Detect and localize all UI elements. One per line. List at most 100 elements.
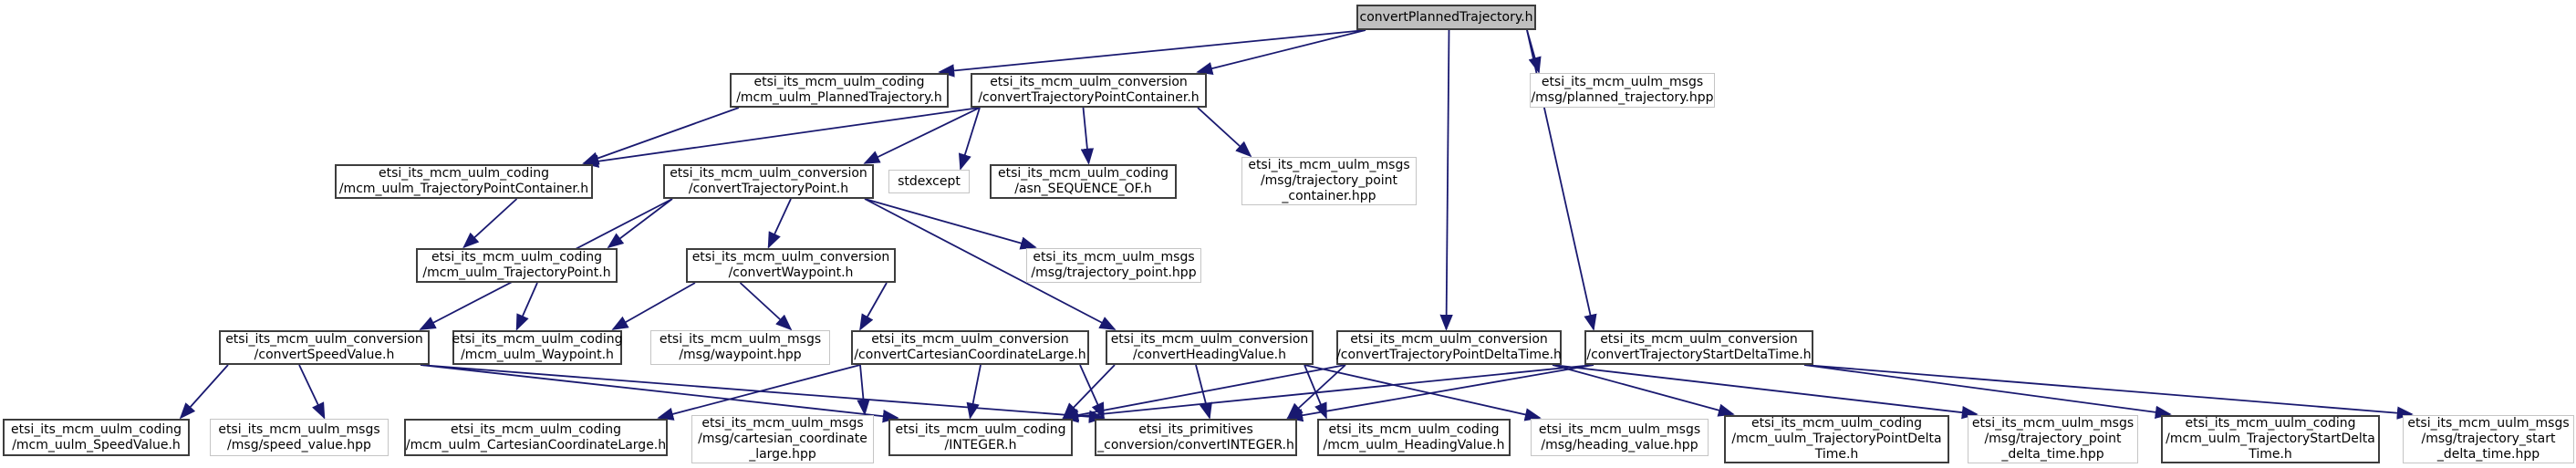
node-label-line: etsi_its_mcm_uulm_coding	[1750, 416, 1922, 431]
edge-convert-cartesian-coordinate-large-h--to--convert-integer-h	[1079, 364, 1105, 420]
node-label-line: etsi_its_mcm_uulm_coding	[753, 75, 925, 89]
edge-convert-trajectory-point-container-h--to--convert-trajectory-point-h	[863, 107, 981, 164]
node-mcm-uulm-cartesian-coordinate-large-h[interactable]: etsi_its_mcm_uulm_coding/mcm_uulm_Cartes…	[404, 419, 668, 456]
node-label-line: etsi_its_mcm_uulm_conversion	[990, 75, 1188, 89]
node-msg-waypoint-hpp: etsi_its_mcm_uulm_msgs/msg/waypoint.hpp	[650, 330, 830, 365]
edge-convert-cartesian-coordinate-large-h--to--mcm-uulm-cartesian-coordinate-large-h	[657, 364, 861, 421]
node-convert-speed-value-h[interactable]: etsi_its_mcm_uulm_conversion/convertSpee…	[219, 330, 430, 365]
node-msg-trajectory-point-container-hpp: etsi_its_mcm_uulm_msgs/msg/trajectory_po…	[1241, 157, 1417, 205]
node-label-line: etsi_its_mcm_uulm_coding	[895, 421, 1066, 437]
node-label-line: /convertTrajectoryPoint.h	[688, 182, 849, 196]
node-convert-waypoint-h[interactable]: etsi_its_mcm_uulm_conversion/convertWayp…	[686, 248, 896, 283]
node-label-line: /convertTrajectoryStartDeltaTime.h	[1586, 348, 1812, 362]
node-label-line: etsi_its_mcm_uulm_msgs	[701, 416, 864, 431]
edge-convert-trajectory-point-delta-time-h--to--integer-h	[1062, 364, 1346, 422]
node-convert-trajectory-point-h[interactable]: etsi_its_mcm_uulm_conversion/convertTraj…	[663, 164, 874, 199]
node-mcm-uulm-heading-value-h[interactable]: etsi_its_mcm_uulm_coding/mcm_uulm_Headin…	[1317, 419, 1511, 456]
node-label-line: etsi_its_mcm_uulm_msgs	[1541, 75, 1704, 89]
node-label-line: etsi_its_mcm_uulm_conversion	[1600, 332, 1798, 347]
node-label-line: /msg/planned_trajectory.hpp	[1531, 90, 1714, 105]
node-label-line: /convertHeadingValue.h	[1132, 348, 1287, 362]
edge-convert-cartesian-coordinate-large-h--to--integer-h	[966, 364, 982, 420]
node-mcm-uulm-trajectory-point-container-h[interactable]: etsi_its_mcm_uulm_coding/mcm_uulm_Trajec…	[335, 164, 593, 199]
node-label-line: /convertSpeedValue.h	[254, 348, 395, 362]
edge-convert-trajectory-start-delta-time-h--to--mcm-uulm-trajectory-start-delta-time-h	[1803, 364, 2172, 419]
edge-convert-heading-value-h--to--msg-heading-value-hpp	[1304, 364, 1542, 421]
node-label-line: /mcm_uulm_TrajectoryPointContainer.h	[338, 182, 589, 196]
node-label-line: etsi_its_mcm_uulm_coding	[450, 421, 621, 437]
node-label-line: /msg/speed_value.hpp	[227, 437, 371, 452]
node-label-line: etsi_its_mcm_uulm_coding	[431, 250, 602, 265]
edge-convert-planned-trajectory-h--to--convert-trajectory-start-delta-time-h	[1526, 29, 1597, 331]
node-label-line: /msg/trajectory_start	[2421, 432, 2556, 446]
node-label-line: etsi_its_mcm_uulm_msgs	[1538, 421, 1701, 437]
node-mcm-uulm-trajectory-point-h[interactable]: etsi_its_mcm_uulm_coding/mcm_uulm_Trajec…	[416, 248, 618, 283]
node-convert-trajectory-point-container-h[interactable]: etsi_its_mcm_uulm_conversion/convertTraj…	[971, 73, 1207, 108]
edge-convert-trajectory-point-container-h--to--mcm-uulm-trajectory-point-container-h	[582, 107, 981, 168]
edge-convert-trajectory-point-container-h--to--stdexcept	[958, 107, 981, 171]
node-label-line: /mcm_uulm_PlannedTrajectory.h	[736, 90, 942, 105]
node-label-line: stdexcept	[898, 173, 961, 189]
node-convert-trajectory-start-delta-time-h[interactable]: etsi_its_mcm_uulm_conversion/convertTraj…	[1584, 330, 1813, 365]
node-label-line: /msg/trajectory_point	[1984, 432, 2122, 446]
node-convert-integer-h[interactable]: etsi_its_primitives_conversion/convertIN…	[1095, 419, 1297, 456]
node-label-line: etsi_its_mcm_uulm_coding	[997, 166, 1169, 181]
node-label-line: /mcm_uulm_TrajectoryPointDelta	[1731, 432, 1942, 446]
node-label-line: convertPlannedTrajectory.h	[1359, 9, 1533, 25]
edge-mcm-uulm-trajectory-point-container-h--to--mcm-uulm-trajectory-point-h	[462, 198, 518, 249]
edge-convert-speed-value-h--to--mcm-uulm-speed-value-h	[179, 364, 229, 420]
node-label-line: etsi_its_mcm_uulm_conversion	[871, 332, 1069, 347]
node-label-line: /msg/waypoint.hpp	[679, 348, 802, 362]
node-label-line: /asn_SEQUENCE_OF.h	[1014, 182, 1152, 196]
node-integer-h[interactable]: etsi_its_mcm_uulm_coding/INTEGER.h	[888, 419, 1073, 456]
edge-convert-cartesian-coordinate-large-h--to--msg-cartesian-coordinate-large-hpp	[857, 364, 870, 416]
node-msg-cartesian-coordinate-large-hpp: etsi_its_mcm_uulm_msgs/msg/cartesian_coo…	[691, 415, 874, 463]
node-label-line: /mcm_uulm_CartesianCoordinateLarge.h	[405, 437, 667, 452]
edge-convert-planned-trajectory-h--to--mcm-uulm-planned-trajectory-h	[938, 29, 1366, 78]
edge-convert-waypoint-h--to--convert-cartesian-coordinate-large-h	[859, 282, 888, 331]
node-mcm-uulm-speed-value-h[interactable]: etsi_its_mcm_uulm_coding/mcm_uulm_SpeedV…	[3, 419, 190, 456]
node-msg-trajectory-point-hpp: etsi_its_mcm_uulm_msgs/msg/trajectory_po…	[1026, 248, 1201, 283]
node-label-line: /msg/trajectory_point.hpp	[1031, 265, 1197, 280]
node-convert-heading-value-h[interactable]: etsi_its_mcm_uulm_conversion/convertHead…	[1106, 330, 1314, 365]
node-mcm-uulm-planned-trajectory-h[interactable]: etsi_its_mcm_uulm_coding/mcm_uulm_Planne…	[730, 73, 949, 108]
node-mcm-uulm-waypoint-h[interactable]: etsi_its_mcm_uulm_coding/mcm_uulm_Waypoi…	[452, 330, 623, 365]
node-label-line: /mcm_uulm_TrajectoryStartDelta	[2166, 432, 2375, 446]
node-label-line: /mcm_uulm_SpeedValue.h	[12, 437, 181, 452]
node-label-line: /INTEGER.h	[944, 437, 1017, 452]
node-label-line: etsi_its_mcm_uulm_msgs	[1248, 158, 1410, 172]
node-label-line: etsi_its_mcm_uulm_msgs	[1971, 416, 2135, 431]
node-label-line: /msg/cartesian_coordinate	[698, 432, 867, 446]
edge-convert-trajectory-start-delta-time-h--to--msg-trajectory-start-delta-time-hpp	[1803, 364, 2414, 420]
edge-convert-heading-value-h--to--mcm-uulm-heading-value-h	[1304, 364, 1327, 420]
node-label-line: etsi_its_mcm_uulm_conversion	[225, 332, 423, 347]
node-label-line: etsi_its_mcm_uulm_msgs	[2407, 416, 2570, 431]
edge-convert-trajectory-point-h--to--msg-trajectory-point-hpp	[864, 198, 1037, 250]
node-label-line: /convertCartesianCoordinateLarge.h	[854, 348, 1086, 362]
node-msg-heading-value-hpp: etsi_its_mcm_uulm_msgs/msg/heading_value…	[1531, 419, 1709, 456]
node-convert-trajectory-point-delta-time-h[interactable]: etsi_its_mcm_uulm_conversion/convertTraj…	[1336, 330, 1562, 365]
edge-convert-trajectory-point-h--to--convert-waypoint-h	[767, 198, 792, 249]
edge-convert-trajectory-point-container-h--to--msg-trajectory-point-container-hpp	[1197, 107, 1252, 158]
node-label-line: etsi_its_mcm_uulm_conversion	[1350, 332, 1548, 347]
node-msg-trajectory-start-delta-time-hpp: etsi_its_mcm_uulm_msgs/msg/trajectory_st…	[2403, 415, 2574, 463]
node-label-line: _delta_time.hpp	[2436, 447, 2540, 462]
edge-convert-trajectory-point-h--to--convert-heading-value-h	[864, 198, 1117, 330]
node-label-line: /msg/heading_value.hpp	[1541, 437, 1698, 452]
node-label-line: etsi_its_mcm_uulm_msgs	[659, 332, 822, 347]
node-label-line: etsi_its_mcm_uulm_conversion	[1110, 332, 1309, 347]
edge-convert-waypoint-h--to--mcm-uulm-waypoint-h	[611, 282, 696, 330]
node-label-line: _delta_time.hpp	[2001, 447, 2104, 462]
node-label-line: /mcm_uulm_Waypoint.h	[461, 348, 614, 362]
node-label-line: /convertTrajectoryPointContainer.h	[978, 90, 1200, 105]
edge-convert-trajectory-point-delta-time-h--to--msg-trajectory-point-delta-time-hpp	[1552, 364, 1979, 420]
node-label-line: Time.h	[1814, 447, 1859, 462]
node-convert-cartesian-coordinate-large-h[interactable]: etsi_its_mcm_uulm_conversion/convertCart…	[851, 330, 1089, 365]
node-mcm-uulm-trajectory-start-delta-time-h[interactable]: etsi_its_mcm_uulm_coding/mcm_uulm_Trajec…	[2161, 415, 2380, 463]
node-mcm-uulm-trajectory-point-delta-time-h[interactable]: etsi_its_mcm_uulm_coding/mcm_uulm_Trajec…	[1724, 415, 1949, 463]
node-asn-sequence-of-h[interactable]: etsi_its_mcm_uulm_coding/asn_SEQUENCE_OF…	[990, 164, 1177, 199]
node-label-line: /mcm_uulm_HeadingValue.h	[1323, 437, 1505, 452]
edge-convert-trajectory-point-container-h--to--asn-sequence-of-h	[1080, 107, 1095, 165]
